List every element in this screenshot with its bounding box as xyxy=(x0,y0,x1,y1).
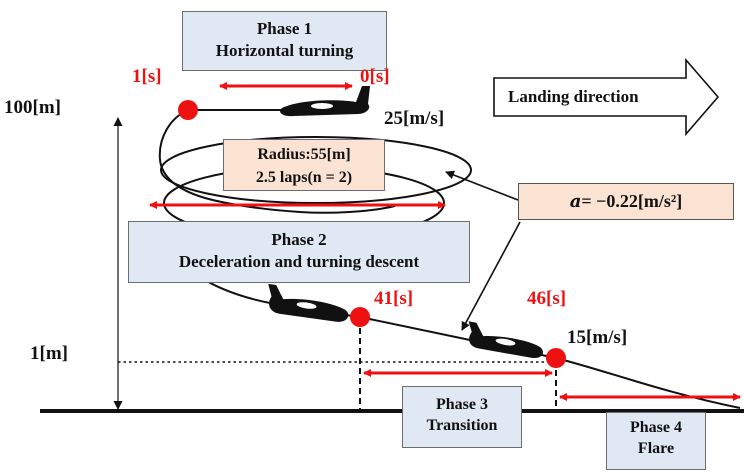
phase1-description: Horizontal turning xyxy=(215,41,354,61)
altitude-label-100m: 100[m] xyxy=(4,97,61,118)
spiral-path xyxy=(158,109,396,214)
time-label-0s: 0[s] xyxy=(360,66,390,87)
aircraft-icon-descent xyxy=(268,283,349,322)
orbit-laps-label: 2.5 laps(n = 2) xyxy=(255,169,353,187)
waypoint-46s xyxy=(546,348,566,368)
orbit-parameters-box: Radius:55[m] 2.5 laps(n = 2) xyxy=(223,139,385,191)
phase4-box: Phase 4 Flare xyxy=(606,412,706,470)
acceleration-symbol: a xyxy=(569,191,582,212)
altitude-label-1m: 1[m] xyxy=(30,343,68,364)
time-label-46s: 46[s] xyxy=(527,288,567,309)
landing-direction-arrow xyxy=(493,57,720,137)
phase4-title: Phase 4 xyxy=(630,419,682,436)
aircraft-icon-transition xyxy=(468,321,543,359)
phase3-description: Transition xyxy=(426,416,498,434)
accel-pointer-orbit xyxy=(445,170,519,201)
phase1-title: Phase 1 xyxy=(256,19,313,38)
phase1-box: Phase 1 Horizontal turning xyxy=(182,11,387,71)
waypoint-41s xyxy=(350,307,370,327)
speed-label-final: 15[m/s] xyxy=(567,327,628,348)
time-label-41s: 41[s] xyxy=(374,288,414,309)
aircraft-icon-horizontal xyxy=(280,86,370,117)
flare-path xyxy=(555,357,741,409)
phase3-box: Phase 3 Transition xyxy=(402,386,522,448)
acceleration-value: = −0.22[m/s²] xyxy=(581,191,683,211)
waypoint-1s xyxy=(178,100,198,120)
phase4-description: Flare xyxy=(637,439,675,457)
time-label-1s: 1[s] xyxy=(132,66,162,87)
phase2-box: Phase 2 Deceleration and turning descent xyxy=(128,221,470,283)
orbit-radius-label: Radius:55[m] xyxy=(257,146,351,163)
acceleration-box: a = −0.22[m/s²] xyxy=(518,183,734,220)
phase2-description: Deceleration and turning descent xyxy=(178,252,420,272)
phase3-title: Phase 3 xyxy=(436,396,488,413)
speed-label-initial: 25[m/s] xyxy=(384,108,445,129)
landing-direction-label: Landing direction xyxy=(508,87,639,106)
accel-pointer-glide xyxy=(461,221,521,331)
phase2-title: Phase 2 xyxy=(271,230,327,249)
